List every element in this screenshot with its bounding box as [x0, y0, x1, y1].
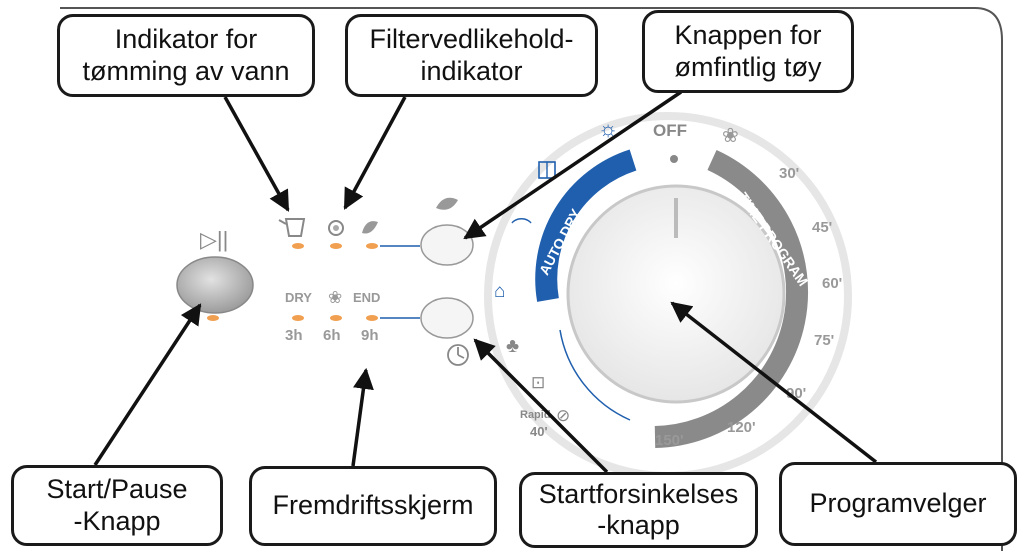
iron-icon: ⌂	[494, 281, 505, 302]
callout-filter-indicator: Filtervedlikehold-indikator	[345, 14, 598, 97]
callout-delay-start: Startforsinkelses-knapp	[519, 472, 758, 548]
callout-text: -Knapp	[73, 505, 161, 536]
delay-6h-label: 6h	[323, 327, 341, 344]
delay-start-button[interactable]	[420, 297, 474, 366]
time-label: 30'	[779, 165, 799, 182]
rapid-icon: ⊘	[556, 406, 570, 425]
time-label: 75'	[814, 332, 834, 349]
arrow-delicate	[463, 90, 682, 240]
progress-led	[330, 315, 342, 321]
clock-icon	[447, 344, 469, 366]
callout-text: indikator	[420, 55, 523, 86]
callout-text: Knappen for	[674, 20, 822, 51]
time-label: 45'	[812, 219, 832, 236]
delay-3h-label: 3h	[285, 327, 303, 344]
wool-icon: ♣	[506, 335, 519, 357]
callout-progress-display: Fremdriftsskjerm	[249, 466, 497, 546]
program-dial[interactable]: OFF ❀ ☼ ⌒ ⌂ ♣ ⊡ Rapid ⊘ 40' 30' 45' 60' …	[484, 112, 852, 480]
callout-text: Programvelger	[809, 488, 987, 519]
filter-led	[330, 243, 342, 249]
dry-label: DRY	[285, 290, 312, 305]
delay-9h-label: 9h	[361, 327, 379, 344]
time-label: 150'	[655, 432, 684, 449]
callout-text: tømming av vann	[82, 55, 290, 86]
arrow-selector	[670, 301, 878, 464]
start-led	[207, 315, 219, 321]
callout-arrows	[93, 90, 878, 474]
rapid-time-label: 40'	[530, 424, 548, 439]
callout-text: Filtervedlikehold-	[369, 24, 574, 55]
rapid-label: Rapid	[520, 409, 551, 421]
progress-led	[292, 315, 304, 321]
dial-off-label: OFF	[653, 121, 687, 140]
progress-led	[366, 315, 378, 321]
end-label: END	[353, 290, 380, 305]
callout-text: Fremdriftsskjerm	[272, 490, 474, 521]
time-program-arc	[654, 149, 808, 448]
time-label: 60'	[822, 275, 842, 292]
sun-icon: ☼	[598, 116, 618, 141]
callout-text: Start/Pause	[46, 474, 188, 505]
arrow-delay	[473, 338, 609, 474]
callout-program-selector: Programvelger	[779, 462, 1017, 546]
arrow-progress	[351, 367, 374, 467]
callout-text: Indikator for	[114, 24, 258, 55]
callout-text: -knapp	[597, 510, 680, 540]
time-label: 120'	[727, 419, 756, 436]
play-pause-icon: ▷||	[200, 227, 228, 252]
drain-led	[292, 243, 304, 249]
fan-icon: ❀	[328, 288, 342, 307]
filter-icon	[328, 220, 344, 236]
cotton-icon: ⊡	[531, 373, 545, 392]
feather-icon	[436, 197, 458, 210]
arrow-filter	[343, 96, 407, 210]
panel-outline	[60, 7, 1003, 551]
callout-text: ømfintlig tøy	[674, 51, 822, 82]
water-tank-icon	[278, 218, 306, 237]
feather-icon	[362, 221, 378, 234]
hanger-icon: ⌒	[511, 218, 532, 241]
callout-start-pause: Start/Pause-Knapp	[11, 465, 223, 546]
start-pause-button[interactable]: ▷||	[176, 227, 254, 321]
arrow-drain	[223, 96, 290, 212]
arrow-start-pause	[93, 303, 202, 466]
delicate-led	[366, 243, 378, 249]
fan-icon: ❀	[722, 125, 739, 147]
callout-text: Startforsinkelses	[538, 478, 739, 509]
delicate-button[interactable]	[420, 197, 474, 266]
progress-display: DRY ❀ END 3h 6h 9h	[285, 288, 420, 344]
auto-dry-arc	[535, 149, 637, 302]
indicator-row	[278, 218, 420, 249]
